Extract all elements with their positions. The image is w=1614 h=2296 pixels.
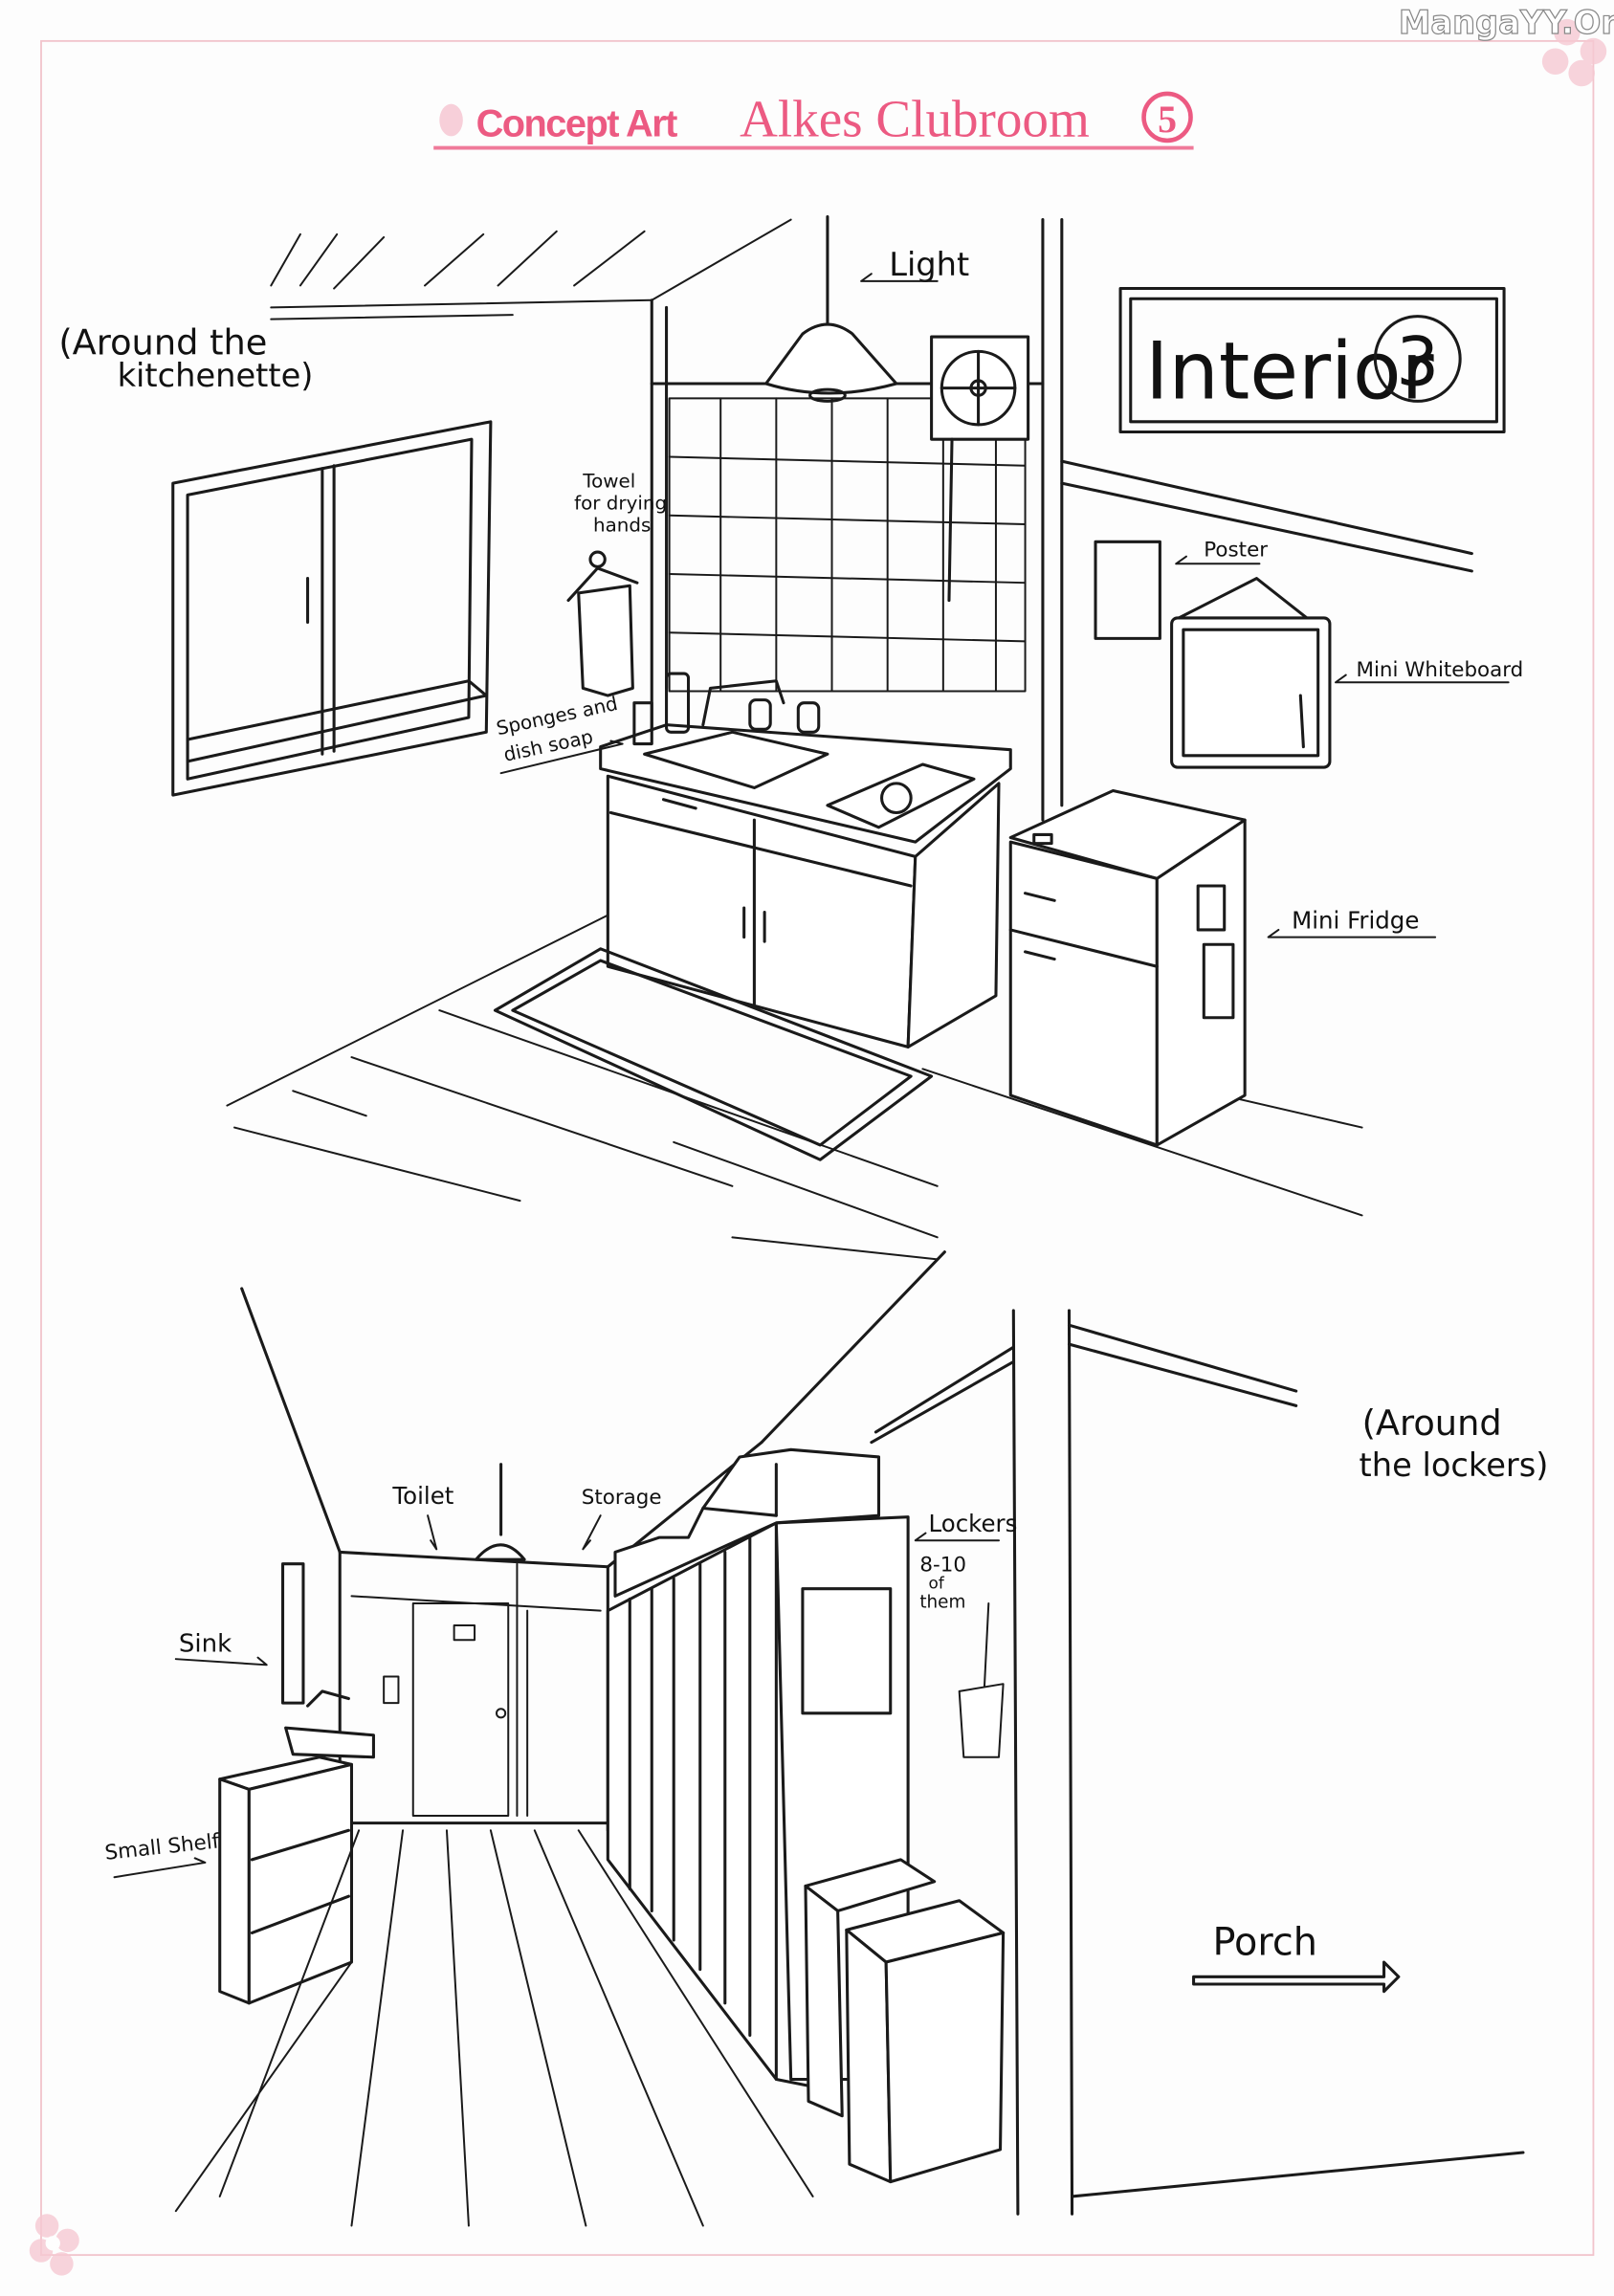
pillar bbox=[1011, 1309, 1525, 2216]
interior-badge: Interior 3 bbox=[1118, 287, 1506, 434]
porch-arrow-icon bbox=[1192, 1960, 1401, 1994]
label-towel-1: Towel bbox=[582, 471, 635, 493]
label-fridge: Mini Fridge bbox=[1292, 906, 1419, 934]
watermark: MangaYY.Org bbox=[1398, 4, 1614, 87]
kitchenette-caption-1: (Around the bbox=[58, 321, 267, 363]
label-toilet: Toilet bbox=[391, 1482, 453, 1510]
arrow-icon bbox=[174, 1656, 268, 1667]
arrow-icon bbox=[582, 1514, 602, 1551]
towel bbox=[566, 550, 639, 697]
label-sink: Sink bbox=[179, 1630, 232, 1659]
label-shelf: Small Shelf bbox=[103, 1829, 220, 1865]
arrow-icon bbox=[499, 740, 624, 775]
label-towel-2: for drying bbox=[574, 493, 667, 515]
label-lockers-3: of bbox=[929, 1574, 945, 1593]
arrow-icon bbox=[860, 273, 939, 282]
label-lockers-4: them bbox=[919, 1593, 965, 1613]
header-number-circle bbox=[1141, 91, 1193, 144]
label-lockers-2: 8-10 bbox=[919, 1553, 966, 1577]
pendant-light bbox=[764, 215, 898, 403]
kitchenette-caption-2: kitchenette) bbox=[118, 357, 314, 394]
label-porch: Porch bbox=[1212, 1920, 1316, 1964]
arrow-icon bbox=[113, 1857, 207, 1879]
sakura-icon bbox=[29, 2214, 79, 2276]
petal-icon bbox=[439, 103, 463, 137]
ventilation-fan bbox=[930, 335, 1030, 603]
sakura-icon bbox=[1541, 18, 1607, 87]
poster bbox=[1094, 540, 1161, 640]
page-header: Concept Art Alkes Clubroom 5 bbox=[433, 89, 1194, 150]
label-lockers-1: Lockers bbox=[929, 1510, 1018, 1537]
header-number: 5 bbox=[1158, 99, 1177, 141]
header-title: Alkes Clubroom bbox=[740, 89, 1090, 147]
label-towel-3: hands bbox=[593, 515, 651, 537]
arrow-icon bbox=[427, 1514, 438, 1551]
header-category: Concept Art bbox=[476, 102, 678, 144]
arrow-icon bbox=[1175, 555, 1261, 565]
small-shelf bbox=[218, 1755, 354, 2005]
sink-cabinet bbox=[599, 672, 1012, 1049]
label-poster: Poster bbox=[1204, 539, 1268, 563]
lockers-caption-1: (Around bbox=[1362, 1402, 1502, 1444]
floor-mat bbox=[493, 947, 934, 1161]
label-storage: Storage bbox=[582, 1486, 662, 1510]
wall-sink bbox=[281, 1562, 375, 1759]
mini-fridge bbox=[1008, 789, 1247, 1147]
kitchenette-drawing: Interior 3 (Around the kitchenette) Ligh… bbox=[58, 215, 1523, 1261]
toilet-door bbox=[350, 1562, 602, 1817]
page-border bbox=[40, 39, 1595, 2257]
floor bbox=[226, 914, 1363, 1261]
arrow-icon bbox=[914, 1532, 1001, 1542]
wall-tiles bbox=[668, 397, 1027, 693]
arrow-icon bbox=[1335, 673, 1510, 684]
lockers-drawing: (Around the lockers) Toilet Storage Lock… bbox=[103, 1250, 1549, 2227]
label-light: Light bbox=[889, 246, 969, 283]
lockers-caption-2: the lockers) bbox=[1360, 1446, 1549, 1484]
floor bbox=[174, 1829, 814, 2227]
label-whiteboard: Mini Whiteboard bbox=[1356, 658, 1523, 682]
window bbox=[171, 420, 493, 797]
watermark-text: MangaYY.Org bbox=[1399, 4, 1614, 41]
dustpan bbox=[958, 1602, 1005, 1758]
mini-whiteboard bbox=[1170, 577, 1332, 769]
interior-number: 3 bbox=[1396, 323, 1439, 402]
interior-label: Interior bbox=[1145, 325, 1433, 417]
arrow-icon bbox=[1267, 928, 1437, 938]
trash-bins bbox=[804, 1858, 1006, 2184]
ceiling-lamp bbox=[475, 1463, 526, 1561]
